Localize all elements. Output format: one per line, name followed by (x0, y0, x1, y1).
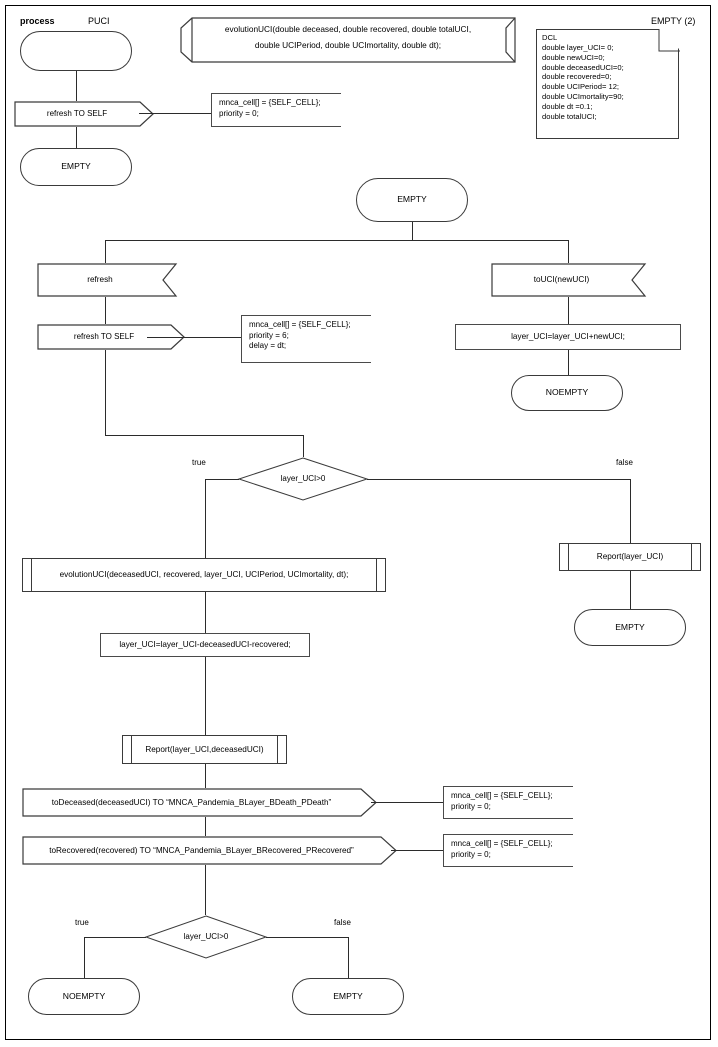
decision-top-false-label: false (616, 458, 633, 467)
start-state-label (21, 32, 131, 70)
call-report-layer-uci[interactable]: Report(layer_UCI) (559, 543, 701, 571)
connector-top-true-down (205, 479, 206, 558)
call-report-pair-label: Report(layer_UCI,deceasedUCI) (145, 744, 264, 754)
connector-todeceased-to-torecovered (205, 817, 206, 836)
call-evolution-uci-label: evolutionUCI(deceasedUCI, recovered, lay… (59, 570, 349, 580)
comment-box-todeceased: mnca_cell[] = {SELF_CELL}; priority = 0; (443, 786, 573, 819)
task-subtract-uci[interactable]: layer_UCI=layer_UCI-deceasedUCI-recovere… (100, 633, 310, 657)
output-torecovered[interactable]: toRecovered(recovered) TO “MNCA_Pandemia… (22, 836, 397, 865)
task-add-uci[interactable]: layer_UCI=layer_UCI+newUCI; (455, 324, 681, 350)
comment-link-todeceased (371, 802, 443, 803)
comment-link-refresh (147, 337, 241, 338)
state-noempty-right-label: NOEMPTY (545, 387, 589, 398)
connector-init-output-to-state (76, 127, 77, 148)
comment-box-torecovered-text: mnca_cell[] = {SELF_CELL}; priority = 0; (451, 839, 553, 859)
connector-refresh-right (105, 435, 303, 436)
page-reference-label: EMPTY (2) (651, 16, 696, 26)
state-empty-false-branch-label: EMPTY (615, 621, 645, 632)
procedure-declaration-shape: evolutionUCI(double deceased, double rec… (180, 17, 516, 63)
state-empty-main[interactable]: EMPTY (356, 178, 468, 222)
connector-start-to-output (76, 71, 77, 101)
connector-input-refresh-down (105, 297, 106, 324)
comment-box-todeceased-text: mnca_cell[] = {SELF_CELL}; priority = 0; (451, 791, 553, 811)
state-empty-main-label: EMPTY (397, 194, 427, 205)
connector-top-false-down (630, 479, 631, 543)
connector-bottom-false-down (348, 937, 349, 978)
connector-refresh-down (105, 350, 106, 435)
connector-top-true (205, 479, 239, 480)
decision-bottom-false-label: false (334, 918, 351, 927)
task-subtract-uci-label: layer_UCI=layer_UCI-deceasedUCI-recovere… (119, 640, 291, 650)
comment-link-torecovered (391, 850, 443, 851)
connector-empty-main-down (412, 222, 413, 240)
state-empty-top[interactable]: EMPTY (20, 148, 132, 186)
state-noempty-right[interactable]: NOEMPTY (511, 375, 623, 411)
process-name-label: PUCI (88, 16, 110, 26)
connector-report-to-todeceased (205, 764, 206, 788)
state-empty-bottom-label: EMPTY (333, 990, 363, 1001)
connector-bottom-true (84, 937, 146, 938)
comment-box-init-text: mnca_cell[] = {SELF_CELL}; priority = 0; (219, 98, 321, 118)
state-noempty-bottom-label: NOEMPTY (62, 990, 106, 1001)
connector-to-decision-top (303, 435, 304, 457)
comment-box-refresh-text: mnca_cell[] = {SELF_CELL}; priority = 6;… (249, 320, 351, 351)
connector-touci-down (568, 297, 569, 324)
process-keyword-label: process (20, 16, 55, 26)
dcl-declaration-note: DCL double layer_UCI= 0; double newUCI=0… (536, 29, 680, 139)
state-empty-bottom[interactable]: EMPTY (292, 978, 404, 1015)
dcl-note-text: DCL double layer_UCI= 0; double newUCI=0… (542, 33, 624, 121)
comment-link-init (139, 113, 211, 114)
output-todeceased[interactable]: toDeceased(deceasedUCI) TO “MNCA_Pandemi… (22, 788, 377, 817)
decision-layer-uci-top[interactable]: layer_UCI>0 (237, 457, 369, 501)
state-noempty-bottom[interactable]: NOEMPTY (28, 978, 140, 1015)
connector-bottom-true-down (84, 937, 85, 978)
connector-top-false (367, 479, 630, 480)
input-touci-shape[interactable]: toUCI(newUCI) (491, 263, 647, 297)
comment-box-torecovered: mnca_cell[] = {SELF_CELL}; priority = 0; (443, 834, 573, 867)
connector-split-right (568, 240, 569, 263)
connector-bottom-false (266, 937, 348, 938)
state-empty-top-label: EMPTY (61, 161, 91, 172)
connector-task-to-noempty (568, 350, 569, 375)
connector-torecovered-to-decision (205, 865, 206, 915)
connector-split-bar (105, 240, 569, 241)
comment-box-refresh: mnca_cell[] = {SELF_CELL}; priority = 6;… (241, 315, 371, 363)
call-report-layer-uci-label: Report(layer_UCI) (596, 552, 664, 562)
connector-split-left (105, 240, 106, 263)
connector-evolution-to-task (205, 592, 206, 633)
decision-bottom-true-label: true (75, 918, 89, 927)
output-refresh-to-self-init[interactable]: refresh TO SELF (14, 101, 154, 127)
input-refresh-shape[interactable]: refresh (37, 263, 178, 297)
decision-layer-uci-bottom[interactable]: layer_UCI>0 (144, 915, 268, 959)
comment-box-init: mnca_cell[] = {SELF_CELL}; priority = 0; (211, 93, 341, 127)
note-fold-corner-icon (659, 29, 679, 49)
call-report-pair[interactable]: Report(layer_UCI,deceasedUCI) (122, 735, 287, 764)
connector-task-to-report (205, 657, 206, 735)
start-state-shape[interactable] (20, 31, 132, 71)
decision-top-true-label: true (192, 458, 206, 467)
diagram-frame (5, 5, 711, 1040)
connector-report-to-empty (630, 571, 631, 609)
task-add-uci-label: layer_UCI=layer_UCI+newUCI; (511, 332, 625, 342)
call-evolution-uci[interactable]: evolutionUCI(deceasedUCI, recovered, lay… (22, 558, 386, 592)
state-empty-false-branch[interactable]: EMPTY (574, 609, 686, 646)
